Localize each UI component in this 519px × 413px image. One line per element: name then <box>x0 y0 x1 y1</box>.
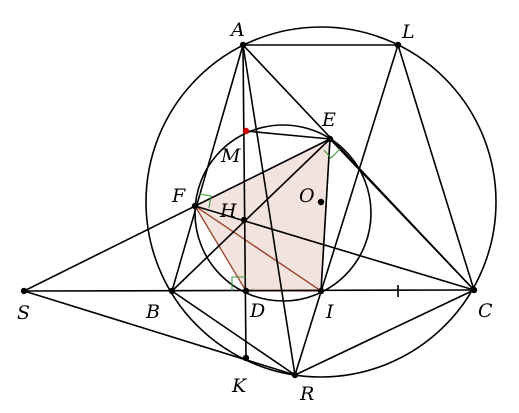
segment-EI <box>320 138 331 292</box>
segment-EC <box>329 138 475 291</box>
right-angle-mark-E <box>323 148 341 159</box>
point-E <box>326 135 334 143</box>
segment-ME <box>245 130 331 140</box>
label-C: C <box>478 300 493 322</box>
label-A: A <box>229 19 245 41</box>
segment-BR <box>171 290 296 376</box>
label-E: E <box>321 109 336 131</box>
segment-BE <box>171 138 331 292</box>
point-F <box>191 202 199 210</box>
label-M: M <box>220 145 241 167</box>
point-labels: A L E M O F H S B D I C K R <box>17 19 493 405</box>
segment-LC <box>397 44 475 291</box>
label-R: R <box>299 383 314 405</box>
label-O: O <box>299 185 315 207</box>
label-H: H <box>219 200 237 222</box>
label-L: L <box>401 21 415 43</box>
point-O <box>317 198 325 206</box>
right-angle-mark-F <box>198 193 212 209</box>
right-angle-mark-D <box>231 276 246 291</box>
segment-SE <box>23 138 331 292</box>
point-R <box>291 371 299 379</box>
construction-lines <box>23 44 475 376</box>
point-A <box>239 41 247 49</box>
point-S <box>20 287 28 295</box>
segment-SR <box>23 290 296 376</box>
segment-AR <box>242 44 296 376</box>
label-I: I <box>325 301 334 323</box>
point-D <box>242 287 250 295</box>
circumcircle <box>145 26 497 378</box>
point-K <box>242 354 250 362</box>
segment-AB <box>171 44 244 292</box>
label-D: D <box>249 300 265 322</box>
label-S: S <box>17 302 30 324</box>
point-C <box>470 286 478 294</box>
point-H <box>240 216 248 224</box>
point-L <box>394 41 402 49</box>
label-F: F <box>171 185 186 207</box>
segment-CR <box>294 289 475 376</box>
segment-LR <box>294 44 399 376</box>
label-B: B <box>145 301 160 323</box>
points <box>20 41 478 379</box>
label-K: K <box>231 375 248 397</box>
point-B <box>168 287 176 295</box>
point-M <box>242 127 250 135</box>
point-I <box>317 287 325 295</box>
segment-AK <box>242 44 247 359</box>
